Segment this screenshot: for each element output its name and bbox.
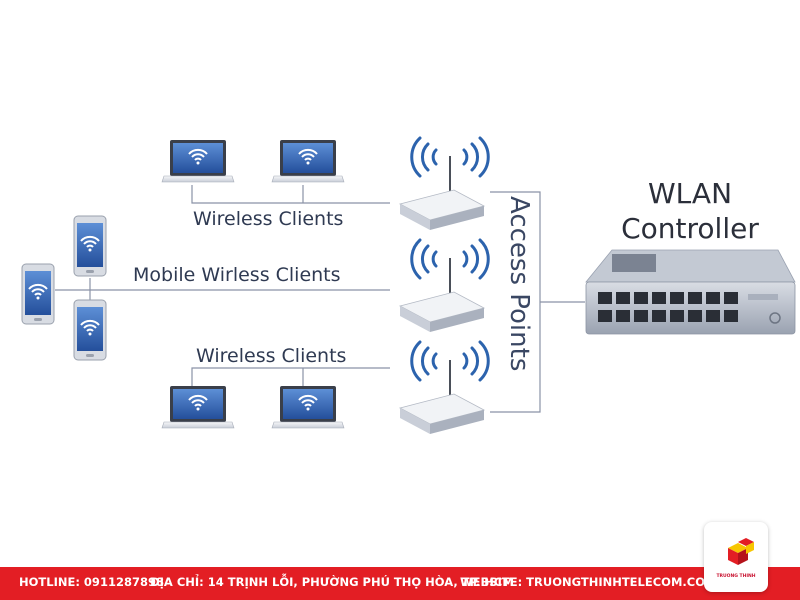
wireless-clients-bottom-label: Wireless Clients xyxy=(196,345,347,367)
phone-wifi-icon xyxy=(74,216,106,276)
wlan-controller-label: WLAN Controller xyxy=(621,177,759,245)
laptop-wifi-icon xyxy=(272,386,344,428)
controller-switch-icon xyxy=(585,249,796,335)
line-bottom-laptops xyxy=(191,367,390,386)
laptop-wifi-icon xyxy=(162,140,234,182)
access-point-icon xyxy=(398,238,490,334)
logo-card: TRUONG THINH xyxy=(704,522,768,592)
laptop-wifi-icon xyxy=(272,140,344,182)
access-point-icon xyxy=(398,340,490,436)
access-point-icon xyxy=(398,136,490,232)
mobile-clients-label: Mobile Wirless Clients xyxy=(133,264,341,286)
phone-wifi-icon xyxy=(74,300,106,360)
laptop-wifi-icon xyxy=(162,386,234,428)
footer-bar xyxy=(0,567,800,600)
phone-wifi-icon xyxy=(22,264,54,324)
access-points-label: Access Points xyxy=(504,196,534,372)
footer-address: ĐỊA CHỈ: 14 TRỊNH LỖI, PHƯỜNG PHÚ THỌ HÒ… xyxy=(150,575,514,589)
line-top-laptops xyxy=(191,185,390,204)
footer-website: WEBSITE: TRUONGTHINHTELECOM.COM xyxy=(460,575,717,589)
wireless-clients-top-label: Wireless Clients xyxy=(193,208,344,230)
footer-hotline: HOTLINE: 0911287898 xyxy=(19,575,164,589)
logo-text: TRUONG THINH xyxy=(716,574,756,579)
